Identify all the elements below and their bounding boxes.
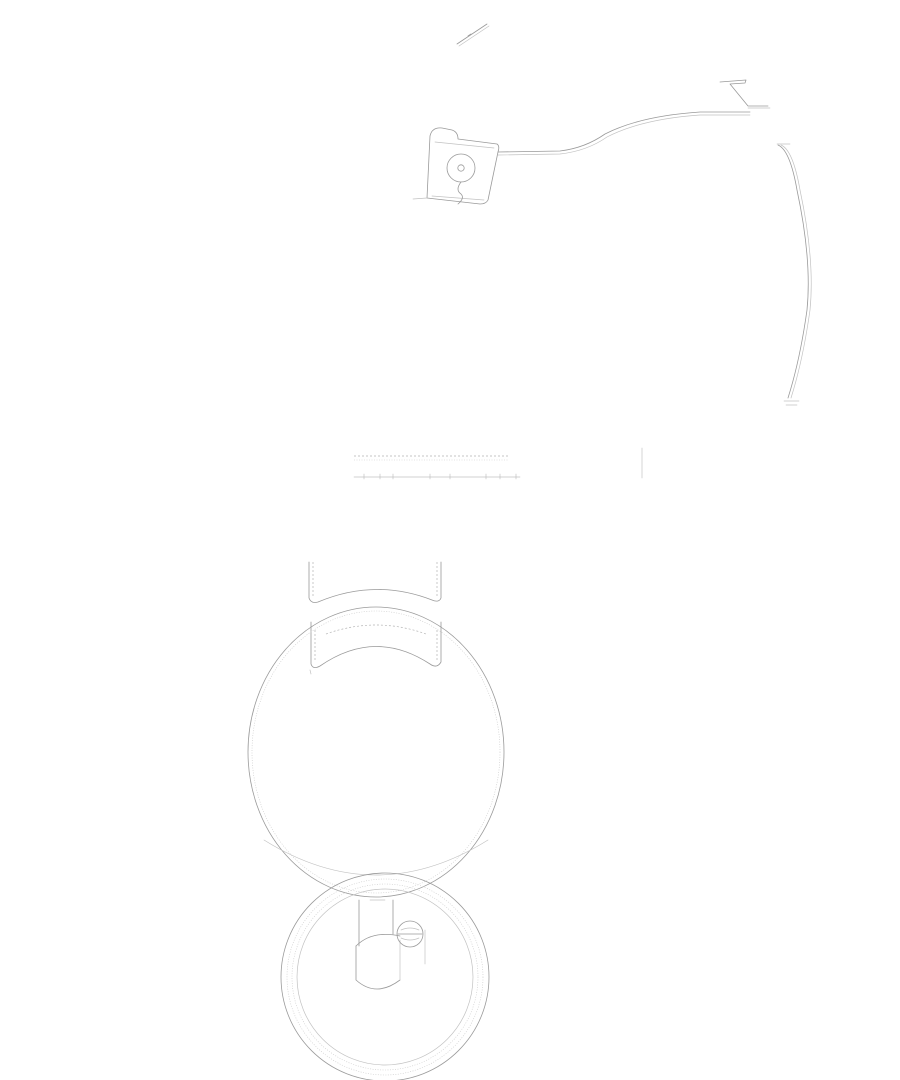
back-straps (308, 561, 442, 668)
elevation-view (412, 23, 812, 406)
small-bracket-part (456, 23, 490, 47)
pivot-hole (446, 153, 476, 205)
mounting-block (412, 127, 500, 205)
scale-strip (353, 455, 521, 480)
stem (355, 899, 426, 990)
hook-end (719, 79, 771, 109)
circular-base (280, 872, 490, 1080)
curved-spring-bar (776, 143, 812, 406)
curved-arm (497, 111, 751, 156)
oval-seat (247, 606, 505, 898)
pivot-circle (396, 920, 424, 948)
plan-view (247, 561, 505, 1080)
